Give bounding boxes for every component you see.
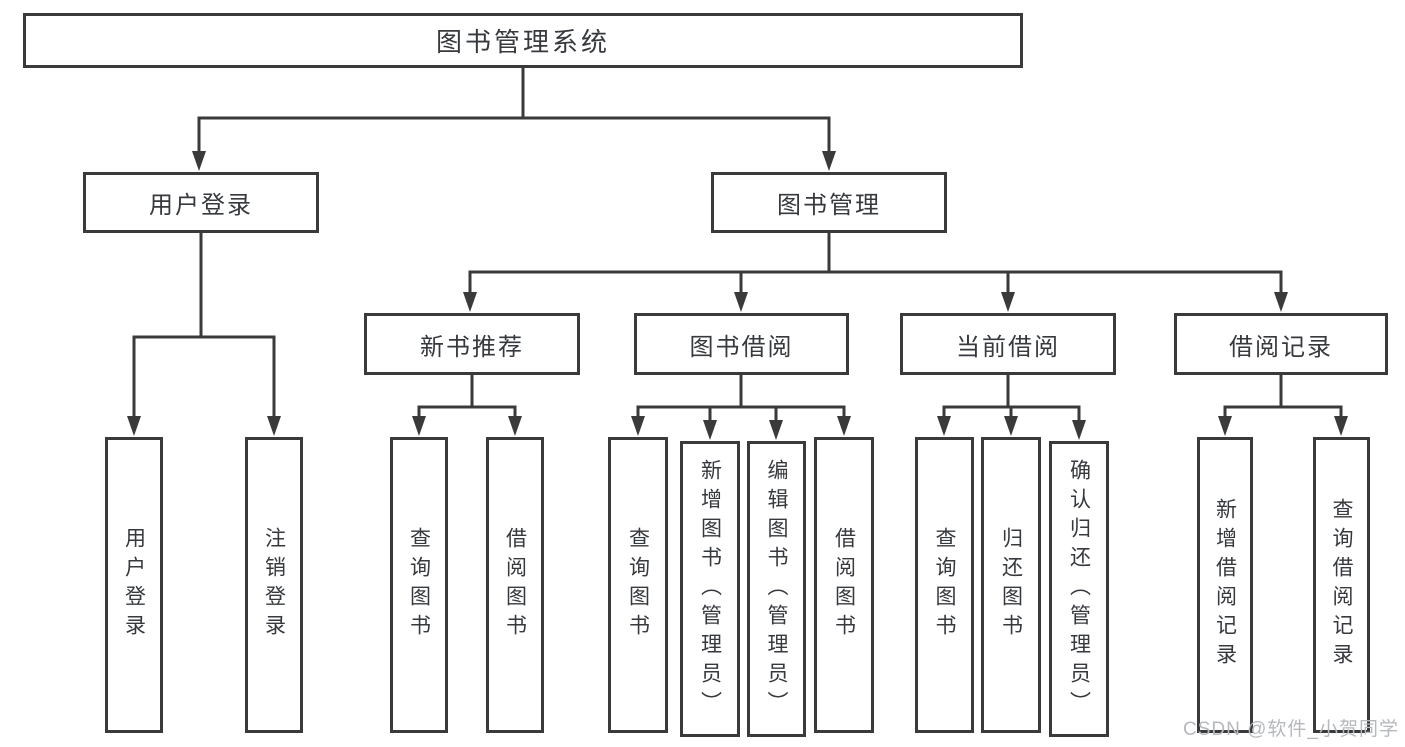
leaf-node-borrow-book-recommend: 借阅图书 [486, 437, 544, 733]
leaf-node-query-borrow-record: 查询借阅记录 [1313, 437, 1370, 733]
leaf-node-user-login: 用户登录 [105, 437, 163, 733]
branch-node-book-management: 图书管理 [711, 172, 947, 233]
module-node-new-book-recommend: 新书推荐 [364, 313, 580, 375]
node-label: 新增借阅记录 [1213, 498, 1237, 672]
module-node-borrow-record: 借阅记录 [1174, 313, 1388, 375]
node-label: 借阅图书 [503, 527, 527, 643]
node-label: 当前借阅 [956, 333, 1060, 361]
node-label: 借阅记录 [1229, 333, 1333, 361]
node-label: 注销登录 [262, 527, 286, 643]
module-node-current-borrow: 当前借阅 [900, 313, 1116, 375]
module-node-book-borrow: 图书借阅 [634, 313, 849, 375]
leaf-node-query-book-borrow: 查询图书 [608, 437, 668, 733]
node-label: 借阅图书 [832, 527, 856, 643]
node-label: 编辑图书（管理员） [765, 458, 789, 720]
leaf-node-logout: 注销登录 [245, 437, 303, 733]
node-label: 用户登录 [149, 192, 253, 219]
leaf-node-add-borrow-record: 新增借阅记录 [1197, 437, 1253, 733]
leaf-node-edit-book-admin: 编辑图书（管理员） [747, 441, 806, 737]
csdn-watermark: CSDN @软件_小贺同学 [1183, 719, 1399, 740]
node-label: 新书推荐 [420, 333, 524, 361]
node-label: 用户登录 [122, 527, 146, 643]
node-label: 图书管理 [777, 192, 881, 219]
leaf-node-query-book-recommend: 查询图书 [390, 437, 448, 733]
node-label: 图书借阅 [689, 333, 794, 361]
branch-node-user-login: 用户登录 [83, 172, 319, 233]
leaf-node-confirm-return-admin: 确认归还（管理员） [1049, 441, 1109, 737]
node-label: 归还图书 [999, 527, 1023, 643]
node-label: 图书管理系统 [435, 27, 610, 57]
node-label: 查询图书 [407, 527, 431, 643]
arrowhead-icons [127, 151, 1348, 440]
node-label: 查询借阅记录 [1330, 498, 1354, 672]
leaf-node-return-book: 归还图书 [981, 437, 1041, 733]
leaf-node-query-book-current: 查询图书 [915, 437, 974, 733]
node-label: 新增图书（管理员） [698, 458, 722, 720]
node-label: 确认归还（管理员） [1067, 458, 1091, 720]
node-label: 查询图书 [933, 527, 957, 643]
leaf-node-add-book-admin: 新增图书（管理员） [680, 441, 740, 737]
node-label: 查询图书 [626, 527, 650, 643]
root-node-system: 图书管理系统 [23, 13, 1023, 68]
leaf-node-borrow-book: 借阅图书 [814, 437, 874, 733]
